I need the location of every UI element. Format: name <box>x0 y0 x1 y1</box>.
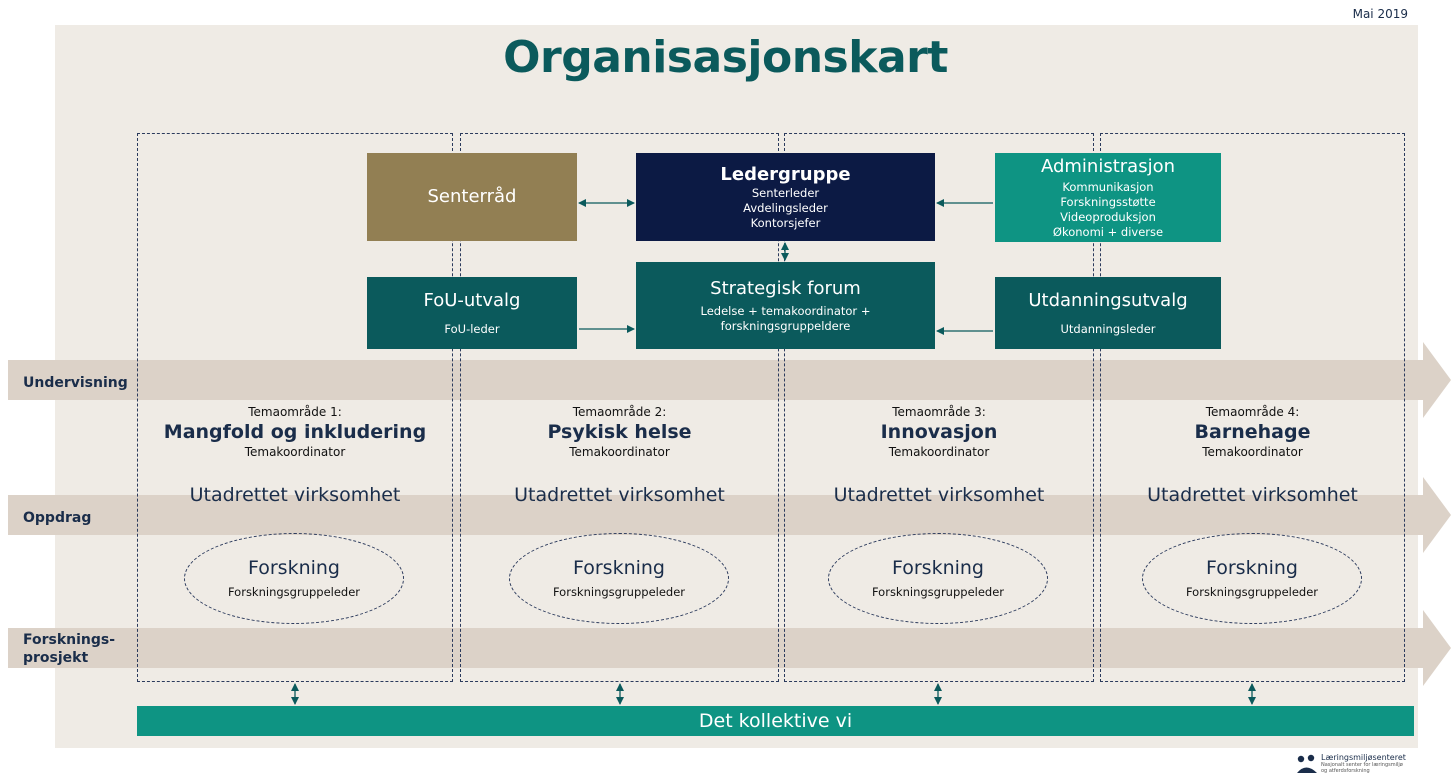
theme-3-research-ellipse: Forskning Forskningsgruppeleder <box>828 533 1048 624</box>
logo-sub2: og atferdsforskning <box>1321 768 1370 774</box>
theme-3-utad: Utadrettet virksomhet <box>833 484 1045 506</box>
ledergruppe-box: Ledergruppe Senterleder Avdelingsleder K… <box>636 153 935 241</box>
strategisk-forum-title: Strategisk forum <box>710 277 861 299</box>
logo: Læringsmiljøsenteret Nasjonalt senter fo… <box>1296 752 1426 780</box>
theme-1-header: Temaområde 1: Mangfold og inkludering Te… <box>137 404 453 460</box>
senterrad-box: Senterråd <box>367 153 577 241</box>
theme-1-research-lead: Forskningsgruppeleder <box>227 584 361 599</box>
administrasjon-box: Administrasjon Kommunikasjon Forskningss… <box>995 153 1221 242</box>
theme-3-research: Forskning <box>891 556 984 579</box>
theme-column-4 <box>1100 133 1405 682</box>
theme-3-coord: Temakoordinator <box>888 445 990 459</box>
fou-utvalg-box: FoU-utvalg FoU-leder <box>367 277 577 349</box>
ledergruppe-title: Ledergruppe <box>720 163 851 185</box>
fou-utvalg-sub: FoU-leder <box>444 321 500 336</box>
administrasjon-line: Kommunikasjon <box>1062 179 1154 194</box>
strategisk-forum-line: Ledelse + temakoordinator + <box>700 303 871 318</box>
fou-utvalg-title: FoU-utvalg <box>423 289 521 311</box>
theme-1-research-ellipse: Forskning Forskningsgruppeleder <box>184 533 404 624</box>
theme-4-research: Forskning <box>1205 556 1298 579</box>
logo-name: Læringsmiljøsenteret <box>1321 753 1406 762</box>
ledergruppe-line: Avdelingsleder <box>743 200 828 215</box>
theme-1-utad: Utadrettet virksomhet <box>189 484 401 506</box>
theme-4-coord: Temakoordinator <box>1202 445 1303 459</box>
band-label-undervisning: Undervisning <box>23 375 128 391</box>
logo-text-block: Læringsmiljøsenteret Nasjonalt senter fo… <box>1321 753 1431 774</box>
theme-3-pre: Temaområde 3: <box>892 405 986 419</box>
strategisk-forum-box: Strategisk forum Ledelse + temakoordinat… <box>636 262 935 349</box>
utdanningsutvalg-title: Utdanningsutvalg <box>1028 289 1188 311</box>
det-kollektive-vi-bar: Det kollektive vi <box>137 706 1414 736</box>
theme-4-name: Barnehage <box>1194 421 1311 443</box>
theme-1-pre: Temaområde 1: <box>248 405 342 419</box>
theme-4-research-ellipse: Forskning Forskningsgruppeleder <box>1142 533 1362 624</box>
theme-1-research: Forskning <box>247 556 340 579</box>
theme-2-name: Psykisk helse <box>547 421 692 443</box>
band-label-line-1: Forsknings- <box>23 632 116 648</box>
theme-2-pre: Temaområde 2: <box>572 405 667 419</box>
administrasjon-line: Forskningsstøtte <box>1060 194 1156 209</box>
band-oppdrag-arrow <box>1423 477 1451 553</box>
theme-2-research-lead: Forskningsgruppeleder <box>552 584 686 599</box>
theme-2-coord: Temakoordinator <box>569 445 670 459</box>
logo-sub1: Nasjonalt senter for læringsmiljø <box>1321 762 1403 768</box>
theme-4-header: Temaområde 4: Barnehage Temakoordinator <box>1100 404 1405 460</box>
administrasjon-title: Administrasjon <box>1040 155 1176 177</box>
band-forskningsprosjekt-arrow <box>1423 610 1451 686</box>
date-label: Mai 2019 <box>1352 7 1408 21</box>
band-label-forskningsprosjekt: Forsknings- prosjekt <box>23 631 115 667</box>
band-oppdrag <box>8 495 1426 535</box>
theme-3-name: Innovasjon <box>880 421 998 443</box>
theme-1-coord: Temakoordinator <box>244 445 346 459</box>
band-label-oppdrag: Oppdrag <box>23 510 92 526</box>
logo-icon <box>1297 754 1317 773</box>
administrasjon-line: Videoproduksjon <box>1060 209 1156 224</box>
ledergruppe-line: Kontorsjefer <box>750 215 821 230</box>
theme-column-1 <box>137 133 453 682</box>
senterrad-title: Senterråd <box>427 186 517 207</box>
strategisk-forum-line: forskningsgruppeldere <box>720 318 851 333</box>
theme-column-2 <box>460 133 779 682</box>
theme-2-header: Temaområde 2: Psykisk helse Temakoordina… <box>460 404 779 460</box>
band-forskningsprosjekt <box>8 628 1426 668</box>
band-label-line-2: prosjekt <box>23 650 89 666</box>
theme-1-name: Mangfold og inkludering <box>163 421 427 443</box>
utdanningsutvalg-box: Utdanningsutvalg Utdanningsleder <box>995 277 1221 349</box>
band-undervisning-arrow <box>1423 342 1451 418</box>
utdanningsutvalg-sub: Utdanningsleder <box>1060 321 1156 336</box>
ledergruppe-line: Senterleder <box>751 185 820 200</box>
theme-column-3 <box>784 133 1094 682</box>
theme-3-header: Temaområde 3: Innovasjon Temakoordinator <box>784 404 1094 460</box>
theme-3-research-lead: Forskningsgruppeleder <box>871 584 1005 599</box>
band-undervisning <box>8 360 1426 400</box>
administrasjon-line: Økonomi + diverse <box>1052 224 1164 239</box>
theme-4-utad: Utadrettet virksomhet <box>1147 484 1358 506</box>
theme-4-research-lead: Forskningsgruppeleder <box>1185 584 1319 599</box>
theme-2-research: Forskning <box>572 556 665 579</box>
theme-4-pre: Temaområde 4: <box>1205 405 1300 419</box>
theme-2-utad: Utadrettet virksomhet <box>514 484 725 506</box>
theme-2-research-ellipse: Forskning Forskningsgruppeleder <box>509 533 729 624</box>
page-title: Organisasjonskart <box>503 32 948 83</box>
